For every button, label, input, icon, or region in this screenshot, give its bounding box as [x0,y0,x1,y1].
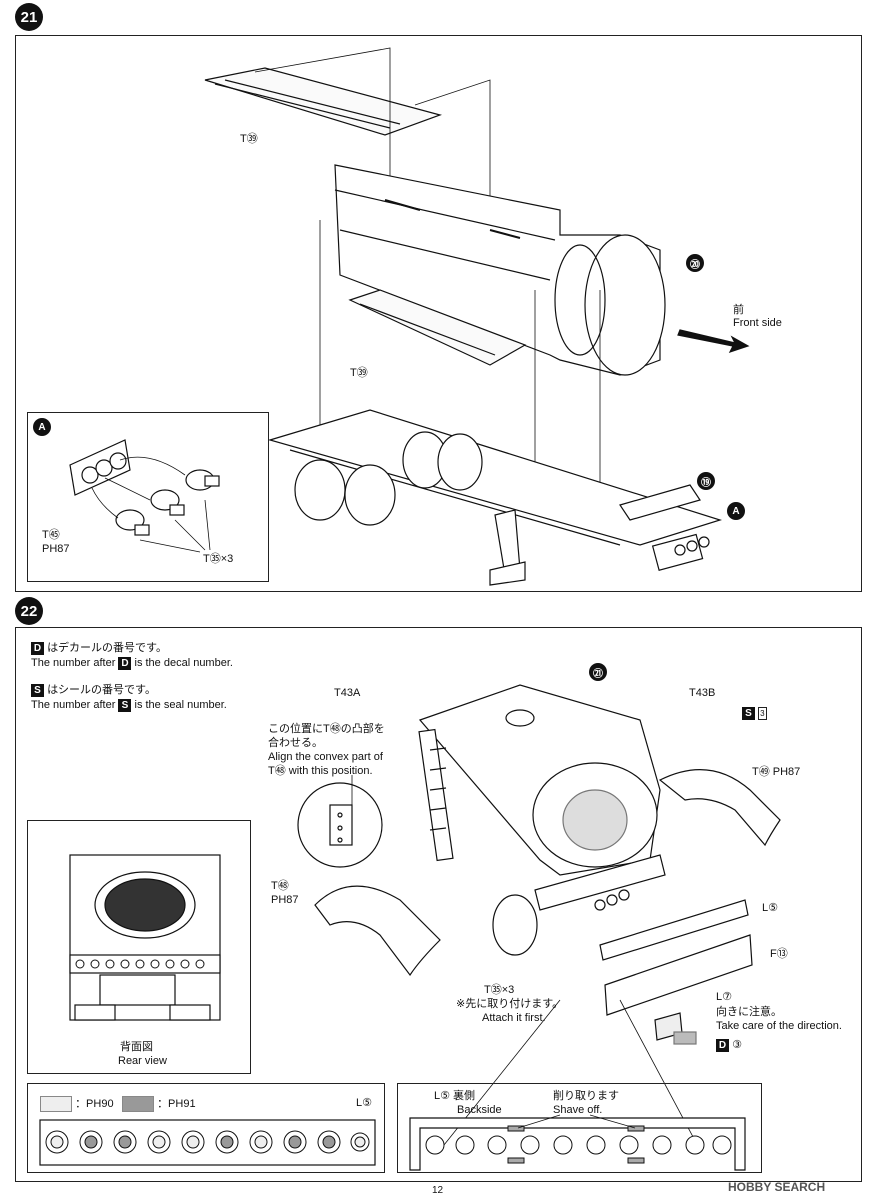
seal-note-jp: S はシールの番号です。 [31,683,156,697]
ph87-label-22: PH87 [271,894,299,906]
step-21-badge: 21 [15,3,43,31]
align-jp-2: 合わせる。 [268,737,323,749]
rear-view-jp: 背面図 [120,1041,153,1053]
t35x3-label-22: T㉟×3 [484,984,515,996]
shave-jp-label: 削り取ります [553,1090,619,1102]
seal-jp-text: はシールの番号です。 [47,684,156,696]
attach-jp-label: ※先に取り付けます。 [456,998,564,1010]
decal-en-post: is the decal number. [134,657,233,669]
backside-inset-frame [397,1083,762,1173]
t39-mid-label: T㊴ [350,367,368,379]
ph91-label: ：PH91 [157,1097,196,1110]
ref-21-marker: ㉑ [589,663,607,681]
d3-label: D ③ [716,1038,742,1052]
ph90-swatch-row: ：PH90 [40,1096,114,1112]
ref-20-marker: ⑳ [686,254,704,272]
page-number: 12 [432,1185,444,1196]
seal-note-en: The number after S is the seal number. [31,698,227,712]
align-jp-1: この位置にT㊽の凸部を [268,723,385,735]
direction-en-label: Take care of the direction. [716,1020,842,1032]
align-en-1: Align the convex part of [268,751,383,763]
direction-jp-label: 向きに注意。 [716,1006,782,1018]
ph87-label-21: PH87 [42,543,70,555]
t35x3-label-21: T㉟×3 [203,553,234,565]
step-22-frame [15,627,862,1182]
seal-letter-en: S [118,698,132,712]
rear-view-en: Rear view [118,1055,167,1067]
backside-l5-label: L⑤ 裏側 [434,1090,476,1102]
s3-number: 3 [758,706,767,720]
l7-label: L⑦ [716,991,732,1003]
front-jp-label: 前 [733,304,744,316]
step-22-badge: 22 [15,597,43,625]
watermark: HOBBY SEARCH [728,1180,826,1194]
f13-label: F⑬ [770,948,788,960]
align-en-2: T㊽ with this position. [268,765,373,777]
ph90-swatch [40,1096,72,1112]
s3-letter: S [742,706,755,720]
color-inset-frame [27,1083,385,1173]
t43b-label: T43B [689,687,716,699]
t48-label: T㊽ [271,880,289,892]
inset-a-marker: A [33,418,51,436]
a-marker-right: A [727,502,745,520]
step-21-frame [15,35,862,592]
t43a-label: T43A [334,687,361,699]
s3-label: S 3 [742,706,767,720]
t39-top-label: T㊴ [240,133,258,145]
d3-number: ③ [732,1039,742,1051]
backside-en-label: Backside [457,1104,502,1116]
decal-note-en: The number after D is the decal number. [31,656,233,670]
seal-en-post: is the seal number. [134,699,227,711]
d3-letter: D [716,1038,729,1052]
ph91-swatch-row: ：PH91 [122,1096,196,1112]
t45-label: T㊺ [42,529,60,541]
ph91-swatch [122,1096,154,1112]
t49-label: T㊾ PH87 [752,766,801,778]
decal-jp-text: はデカールの番号です。 [47,642,167,654]
seal-en-pre: The number after [31,699,116,711]
l5-bottom-label: L⑤ [356,1097,372,1109]
l5-label: L⑤ [762,902,778,914]
inset-a-frame [27,412,269,582]
seal-letter: S [31,683,44,697]
front-en-label: Front side [733,317,782,329]
decal-letter-en: D [118,656,132,670]
decal-note-jp: D はデカールの番号です。 [31,641,167,655]
decal-en-pre: The number after [31,657,116,669]
attach-en-label: Attach it first. [482,1012,546,1024]
ref-19-marker: ⑲ [697,472,715,490]
shave-en-label: Shave off. [553,1104,603,1116]
rear-view-frame [27,820,251,1074]
ph90-label: ：PH90 [75,1097,114,1110]
decal-letter: D [31,641,44,655]
